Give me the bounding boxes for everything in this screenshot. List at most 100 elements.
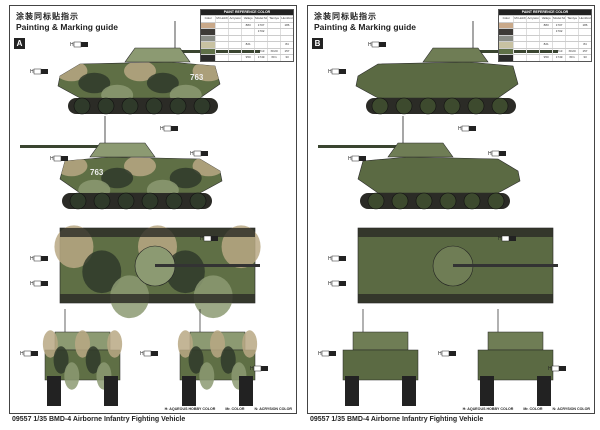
- table-cell: 33: [578, 55, 591, 61]
- paint-legend: H: AQUEOUS HOBBY COLOR Mr. COLOR N: ACRY…: [165, 407, 292, 411]
- paint-callout: H: [70, 41, 88, 48]
- track-right: [537, 376, 551, 406]
- table-row: 1702: [201, 28, 293, 35]
- table-cell: [565, 35, 578, 41]
- table-cell: [228, 42, 241, 48]
- paint-callout: H: [50, 155, 68, 162]
- table-cell: [215, 35, 228, 41]
- hull-number: 763: [190, 73, 204, 82]
- gun-top: [453, 264, 558, 267]
- road-wheel: [487, 192, 505, 210]
- side-view-2: [318, 116, 521, 210]
- callout-box: [339, 256, 346, 261]
- table-cell: [215, 29, 228, 35]
- road-wheel: [69, 192, 87, 210]
- scheme-badge: A: [14, 38, 25, 49]
- road-wheel: [391, 192, 409, 210]
- table-row: 1702: [499, 28, 591, 35]
- table-cell: [526, 29, 539, 35]
- table-cell: [539, 35, 552, 41]
- road-wheel: [463, 192, 481, 210]
- table-cell: 1702: [254, 29, 267, 35]
- legend-mr-color: Mr. COLOR: [523, 407, 543, 411]
- callout-box: [491, 150, 500, 157]
- table-header-cell: Vallejo: [241, 16, 254, 22]
- camo-patch: [242, 330, 258, 358]
- road-wheel: [117, 192, 135, 210]
- callout-prefix: H: [458, 126, 462, 132]
- paint-callout: H: [458, 125, 476, 132]
- legend-acrysion: N: ACRYSION COLOR: [552, 407, 590, 411]
- callout-box: [351, 155, 360, 162]
- camo-patch: [188, 346, 204, 374]
- callout-prefix: H: [328, 69, 332, 75]
- callout-prefix: H: [488, 151, 492, 157]
- table-cell: 1749: [254, 55, 267, 61]
- callout-box: [551, 365, 560, 372]
- table-cell: [513, 29, 526, 35]
- table-cell: XF1: [565, 55, 578, 61]
- camo-patch: [53, 346, 69, 374]
- callout-box: [499, 151, 506, 156]
- paint-callout: H: [438, 350, 456, 357]
- road-wheel: [189, 192, 207, 210]
- table-cell: [513, 22, 526, 28]
- footer-caption: 09557 1/35 BMD-4 Airborne Infantry Fight…: [12, 416, 186, 423]
- callout-box: [23, 350, 32, 357]
- callout-box: [461, 125, 470, 132]
- table-cell: 157: [280, 48, 293, 54]
- table-cell: [215, 42, 228, 48]
- paint-callout: H: [30, 255, 48, 262]
- camo-patch: [85, 346, 101, 374]
- paint-callout: H: [318, 350, 336, 357]
- track-left: [480, 376, 494, 406]
- table-cell: [513, 48, 526, 54]
- callout-box: [253, 365, 262, 372]
- paint-legend: H: AQUEOUS HOBBY COLOR Mr. COLOR N: ACRY…: [463, 407, 590, 411]
- table-cell: [241, 35, 254, 41]
- callout-prefix: H: [70, 42, 74, 48]
- callout-box: [61, 156, 68, 161]
- paint-callout: H: [328, 68, 346, 75]
- paint-callout: H: [328, 280, 346, 287]
- table-cell: [526, 48, 539, 54]
- callout-prefix: H: [200, 236, 204, 242]
- color-swatch: [499, 55, 514, 61]
- camo-patch: [165, 250, 205, 294]
- road-wheel: [93, 192, 111, 210]
- hull: [355, 61, 519, 99]
- callout-prefix: H: [438, 351, 442, 357]
- color-swatch: [201, 42, 216, 48]
- table-row: [201, 34, 293, 41]
- legend-acrysion: N: ACRYSION COLOR: [254, 407, 292, 411]
- hull-front: [342, 349, 419, 381]
- legend-mr-color: Mr. COLOR: [225, 407, 245, 411]
- callout-box: [203, 235, 212, 242]
- table-cell: [526, 35, 539, 41]
- table-cell: 883: [539, 22, 552, 28]
- callout-box: [41, 69, 48, 74]
- camo-patch: [199, 362, 215, 390]
- legend-aqueous: H: AQUEOUS HOBBY COLOR: [462, 407, 514, 411]
- callout-box: [371, 41, 380, 48]
- top-view: [54, 225, 261, 319]
- table-cell: 950: [539, 55, 552, 61]
- camo-patch: [146, 179, 179, 193]
- camo-patch: [169, 84, 202, 98]
- turret: [124, 47, 191, 63]
- table-cell: [215, 48, 228, 54]
- table-cell: [215, 55, 228, 61]
- table-cell: [513, 55, 526, 61]
- table-cell: [267, 22, 280, 28]
- title-chinese: 涂装同标贴指示: [16, 12, 79, 21]
- table-cell: [228, 29, 241, 35]
- callout-box: [163, 125, 172, 132]
- track-right: [239, 376, 253, 406]
- table-cell: [552, 35, 565, 41]
